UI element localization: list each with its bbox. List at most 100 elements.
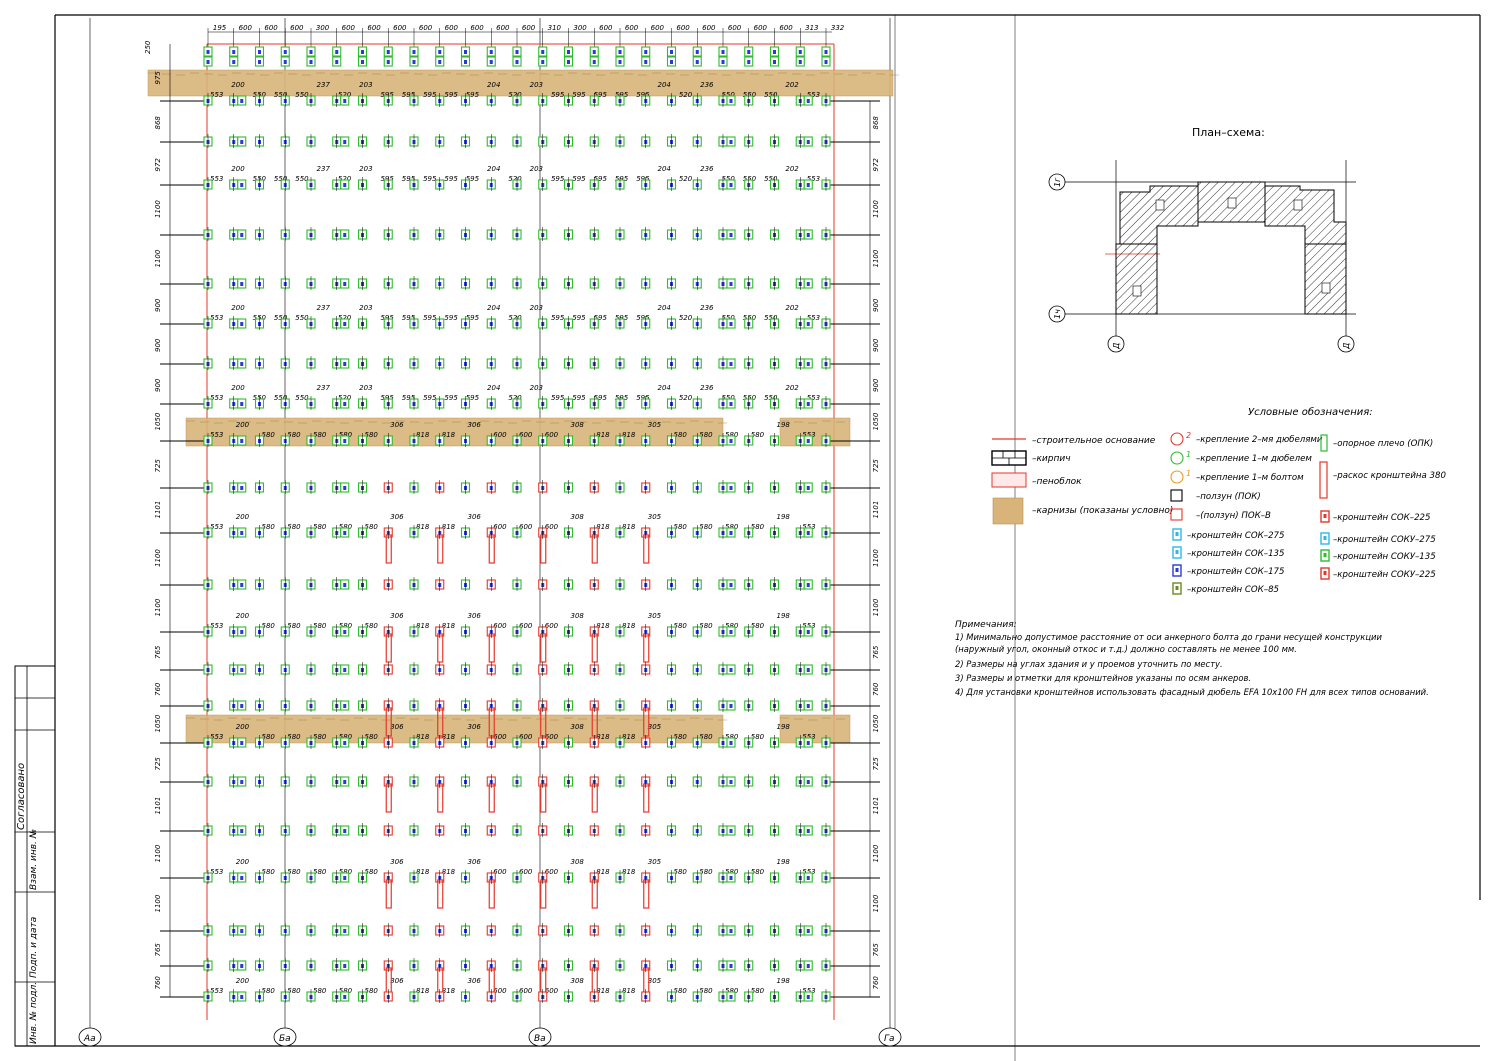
top-dimension: 600: [651, 24, 665, 32]
row-dimension: 595: [572, 175, 586, 183]
bracket-top-core: [592, 60, 596, 64]
bracket-green-core: [240, 402, 244, 406]
row-dimension: 600: [545, 733, 559, 741]
bracket-top-core: [670, 60, 673, 64]
row-dimension: 236: [700, 384, 714, 392]
bracket-top-core: [489, 50, 493, 54]
row-dimension: 580: [287, 523, 301, 531]
bracket-top-core: [206, 50, 210, 54]
row-dimension: 580: [699, 987, 713, 995]
row-dimension: 520: [508, 314, 522, 322]
bracket-top-core: [695, 50, 699, 54]
bracket-green-core: [806, 486, 810, 490]
vertical-dimension: 1100: [872, 894, 880, 912]
legend-fastening-count: 2: [1186, 431, 1191, 440]
brace-380: [437, 633, 444, 663]
bracket-green-core: [343, 704, 347, 708]
brace-380: [437, 707, 444, 737]
row-dimension: 580: [725, 733, 739, 741]
top-dimension: 310: [548, 24, 562, 32]
row-dimension: 306: [390, 723, 404, 731]
row-dimension: 306: [468, 977, 482, 985]
bracket-green-core: [240, 630, 244, 634]
row-dimension: 818: [442, 733, 456, 741]
bracket-green-core: [343, 741, 347, 745]
row-dimension: 306: [390, 858, 404, 866]
note-line: (наружный угол, оконный откос и т.д.) до…: [955, 644, 1297, 654]
bracket-top-core: [721, 50, 725, 54]
row-dimension: 595: [402, 91, 416, 99]
top-dimension: 600: [728, 24, 742, 32]
bracket-green-core: [806, 668, 810, 672]
row-dimension: 198: [777, 612, 791, 620]
vertical-dimension: 868: [154, 116, 162, 130]
legend-item: –карнизы (показаны условно): [1032, 506, 1173, 516]
row-dimension: 595: [551, 314, 565, 322]
legend-item: –опорное плечо (ОПК): [1333, 439, 1433, 449]
brace-380: [643, 633, 650, 663]
row-dimension: 595: [444, 394, 458, 402]
bracket-top-core: [567, 60, 570, 64]
row-dimension: 600: [545, 523, 559, 531]
vertical-dimension: 765: [154, 943, 162, 957]
bracket-green-core: [343, 929, 347, 933]
row-dimension: 580: [313, 622, 327, 630]
legend-swatch-slider: [1170, 508, 1183, 521]
brace-380: [488, 879, 495, 909]
row-dimension: 595: [402, 175, 416, 183]
row-dimension: 520: [338, 175, 352, 183]
top-dimension: 600: [239, 24, 253, 32]
row-dimension: 600: [519, 523, 533, 531]
row-dimension: 580: [674, 987, 688, 995]
vertical-dimension: 900: [872, 298, 880, 312]
cornice-band: [185, 714, 724, 744]
row-dimension: 308: [571, 421, 585, 429]
row-dimension: 550: [295, 314, 309, 322]
row-dimension: 580: [287, 868, 301, 876]
vertical-dimension: 760: [154, 976, 162, 990]
row-dimension: 580: [674, 622, 688, 630]
vertical-dimension: 972: [872, 158, 880, 172]
row-dimension: 595: [444, 314, 458, 322]
row-dimension: 553: [802, 868, 815, 876]
vertical-dimension: 1101: [154, 501, 162, 519]
plan-axis-label: Д: [1112, 343, 1121, 350]
row-dimension: 595: [615, 314, 629, 322]
legend-item: –кронштейн СОКУ–135: [1333, 552, 1436, 562]
bracket-green-core: [240, 964, 244, 968]
notes-title: Примечания:: [955, 620, 1017, 630]
row-dimension: 580: [339, 622, 353, 630]
bracket-top-core: [618, 50, 622, 54]
row-dimension: 553: [807, 394, 820, 402]
legend-swatch-bracket-core: [1323, 571, 1327, 575]
bracket-green-core: [343, 402, 347, 406]
row-dimension: 818: [416, 987, 430, 995]
bracket-green-core: [806, 876, 810, 880]
axis-label: Ба: [279, 1034, 291, 1044]
bracket-green-core: [806, 583, 810, 587]
bracket-top-core: [670, 50, 673, 54]
brace-380: [591, 879, 598, 909]
bracket-top-core: [695, 60, 699, 64]
bracket-green-core: [729, 322, 733, 326]
bracket-top-core: [592, 50, 596, 54]
vertical-dimension: 900: [872, 378, 880, 392]
bracket-top-core: [438, 60, 442, 64]
row-dimension: 308: [571, 858, 585, 866]
legend-swatch-brick: [991, 450, 1027, 466]
bracket-green-core: [343, 964, 347, 968]
row-dimension: 520: [679, 91, 693, 99]
bracket-green-core: [240, 99, 244, 103]
axis-label: Га: [884, 1034, 895, 1044]
bracket-top-core: [773, 50, 776, 54]
row-dimension: 306: [468, 513, 482, 521]
bracket-green-core: [806, 531, 810, 535]
stamp-inv-number: Инв. № подл.: [29, 982, 39, 1044]
row-dimension: 818: [442, 431, 456, 439]
brace-380: [643, 879, 650, 909]
row-dimension: 595: [423, 314, 437, 322]
row-dimension: 550: [764, 394, 778, 402]
row-dimension: 580: [725, 868, 739, 876]
row-dimension: 818: [442, 987, 456, 995]
